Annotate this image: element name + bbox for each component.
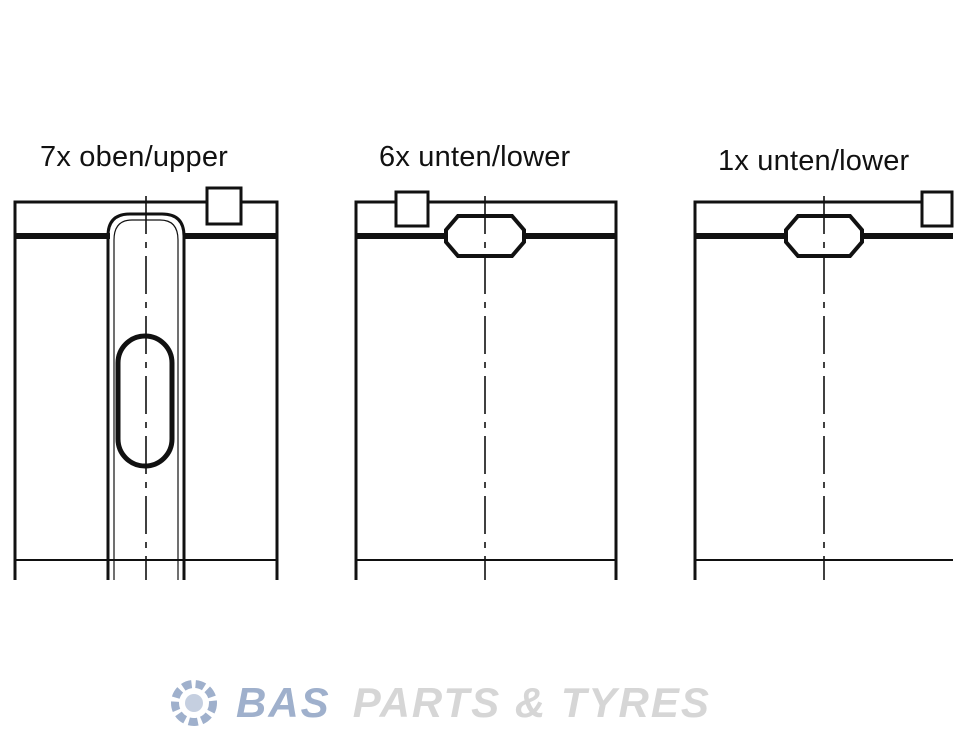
shell-outline — [354, 200, 618, 580]
gear-wrench-logo-icon — [171, 680, 217, 726]
watermark-bas-text: BAS — [236, 679, 331, 726]
locating-tab — [205, 186, 243, 226]
oil-hole — [444, 214, 526, 258]
lower-bearing-shell-one — [693, 190, 954, 580]
oil-hole — [115, 333, 175, 469]
oil-hole — [784, 214, 864, 258]
label-lower-shell-one: 1x unten/lower — [718, 145, 910, 177]
lower-bearing-shell-six — [354, 190, 618, 580]
label-lower-shell-six: 6x unten/lower — [379, 141, 571, 173]
locating-tab — [920, 190, 954, 228]
watermark-logo: BAS PARTS & TYRES — [166, 675, 711, 729]
shell-outline — [693, 200, 953, 580]
locating-tab — [394, 190, 430, 228]
label-upper-shell: 7x oben/upper — [40, 141, 229, 173]
upper-bearing-shell — [13, 186, 279, 580]
watermark-parts-tyres-text: PARTS & TYRES — [352, 679, 711, 726]
